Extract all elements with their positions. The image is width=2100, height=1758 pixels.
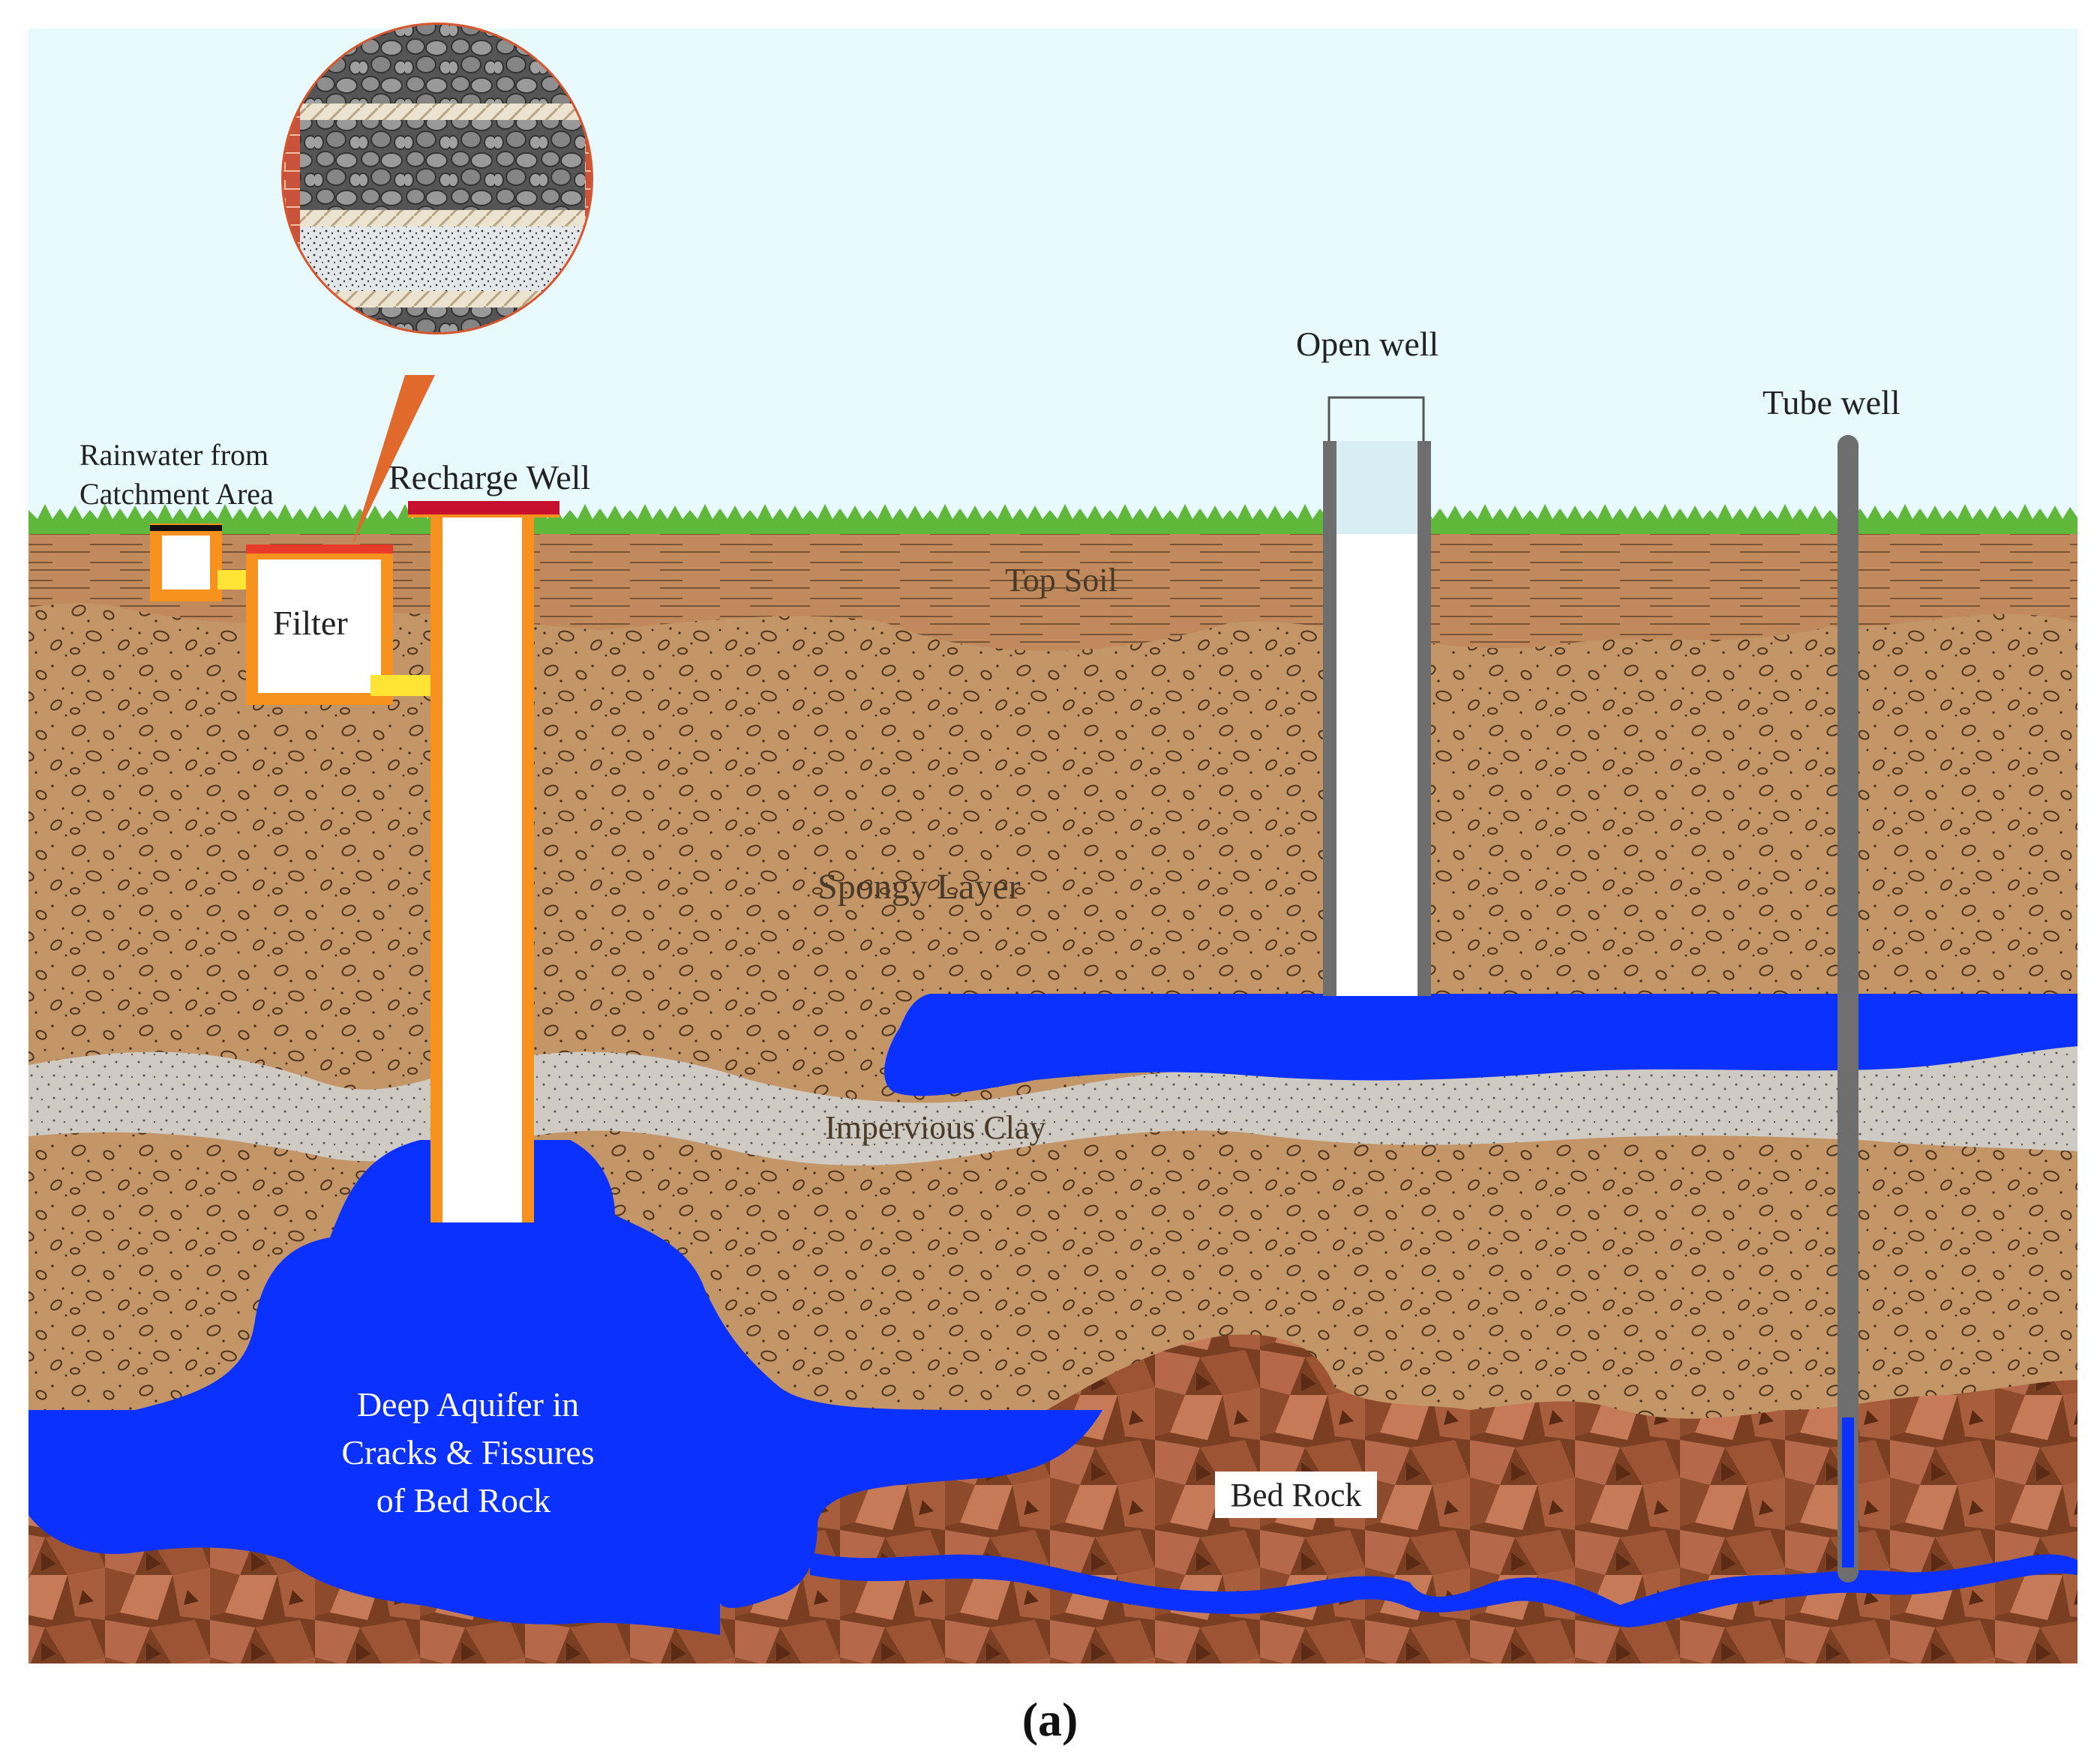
recharge-well-label: Recharge Well xyxy=(388,458,590,496)
upper-aquifer xyxy=(884,994,2078,1096)
filter-label: Filter xyxy=(273,604,348,642)
top-soil-layer xyxy=(28,529,2078,651)
impervious-clay-label: Impervious Clay xyxy=(825,1109,1046,1146)
deep-aquifer-label-line1: Deep Aquifer in xyxy=(357,1385,579,1424)
spongy-layer-label: Spongy Layer xyxy=(818,867,1021,907)
deep-aquifer xyxy=(28,1140,1102,1635)
figure-caption: (a) xyxy=(1022,1693,1078,1746)
filter-callout-pointer xyxy=(352,375,435,544)
tube-well-label: Tube well xyxy=(1762,383,1900,422)
filter-media-zoom xyxy=(281,22,593,334)
open-well-label: Open well xyxy=(1296,325,1438,363)
bed-rock-label-box xyxy=(1215,1472,1377,1518)
open-well xyxy=(1323,396,1431,996)
rainwater-label: Rainwater from xyxy=(80,438,268,472)
bed-rock-label: Bed Rock xyxy=(1231,1477,1362,1514)
tube-well xyxy=(1838,435,1858,1582)
deep-aquifer-label-line3: of Bed Rock xyxy=(376,1481,551,1520)
catchment-area-label: Catchment Area xyxy=(80,477,274,511)
bedrock-water-channel xyxy=(810,1552,2078,1628)
recharge-well xyxy=(408,501,560,1222)
deep-aquifer-label-line2: Cracks & Fissures xyxy=(341,1433,594,1472)
impervious-clay-layer xyxy=(28,1042,2078,1166)
filter-chamber xyxy=(246,544,440,705)
top-soil-label: Top Soil xyxy=(1005,562,1118,598)
